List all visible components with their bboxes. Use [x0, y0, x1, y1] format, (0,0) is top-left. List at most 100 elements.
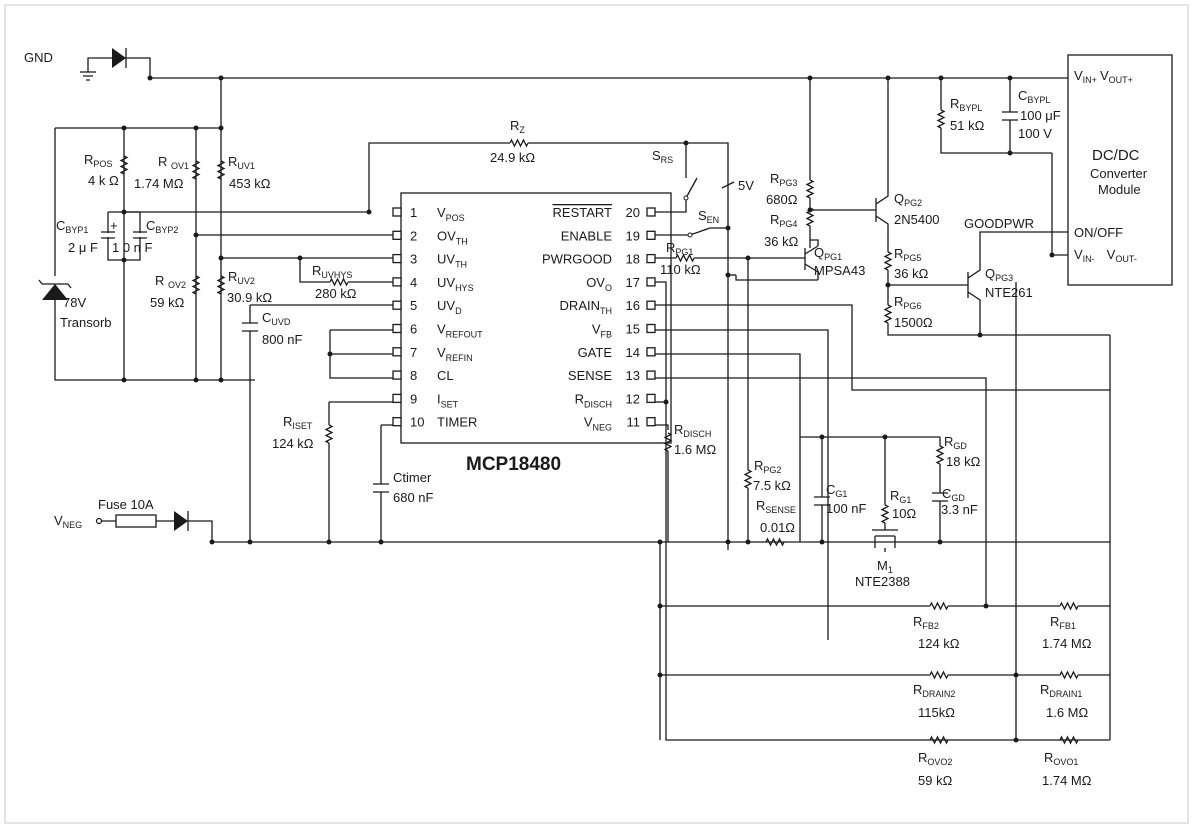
- m1-mosfet: [872, 529, 898, 552]
- uvd-wire: [249, 304, 393, 542]
- rpg4-value: 36 kΩ: [764, 234, 799, 249]
- rdisch-label: RDISCH: [674, 422, 711, 439]
- pin-label: OVO: [586, 275, 612, 293]
- rsense-value: 0.01Ω: [760, 520, 795, 535]
- qpg2-transistor: [875, 78, 889, 240]
- ruv1-label: RUV1: [228, 154, 255, 171]
- pin-label: TIMER: [437, 415, 477, 430]
- cbypl-label: CBYPL: [1018, 88, 1050, 105]
- dcdc-line3: Module: [1098, 182, 1141, 197]
- pin-number: 3: [410, 252, 417, 267]
- rpg1-value: 110 kΩ: [660, 262, 701, 277]
- cbyp2-capacitor: [133, 231, 147, 239]
- riset-wire: [328, 401, 393, 542]
- cbypl-capacitor: [1002, 111, 1018, 121]
- rbypl-resistor: [937, 109, 945, 129]
- cuvd-label: CUVD: [262, 310, 291, 327]
- vin-plus-label: VIN+VOUT+: [1074, 68, 1133, 85]
- cbyp2-label: CBYP2: [146, 218, 178, 235]
- bypl-wire: [940, 78, 1052, 154]
- pin-number: 12: [626, 391, 640, 406]
- pin-label: VREFOUT: [437, 322, 483, 340]
- transorb-voltage: 78V: [63, 295, 86, 310]
- rdrain2-resistor: [929, 671, 949, 679]
- rovo1-label: ROVO1: [1044, 750, 1078, 767]
- drainth-wire: [655, 304, 1110, 391]
- ruv2-value: 30.9 kΩ: [227, 290, 272, 305]
- rfb2-label: RFB2: [913, 614, 939, 631]
- chip-pin-12: 12 RDISCH: [575, 391, 656, 409]
- ruvhys-value: 280 kΩ: [315, 286, 357, 301]
- pin-number: 2: [410, 228, 417, 243]
- rfb1-label: RFB1: [1050, 614, 1076, 631]
- svg-text:VNEG: VNEG: [54, 513, 82, 530]
- svg-text:GND: GND: [24, 50, 53, 65]
- pin-label: DRAINTH: [560, 298, 612, 316]
- rz-resistor: [509, 139, 529, 147]
- divider-wires: [659, 542, 1110, 740]
- rpg2-label: RPG2: [754, 458, 781, 475]
- ctimer-label: Ctimer: [393, 470, 432, 485]
- chip-name: MCP18480: [466, 454, 561, 475]
- rsense-label: RSENSE: [756, 498, 796, 515]
- cg1-value: 100 nF: [826, 501, 867, 516]
- pin-number: 15: [626, 322, 640, 337]
- left-rails: [55, 78, 222, 380]
- rov2-resistor: [192, 275, 200, 295]
- pin-label: UVD: [437, 298, 462, 316]
- srs-switch: [685, 177, 698, 199]
- pin-number: 19: [626, 228, 640, 243]
- ruv1-resistor: [217, 160, 225, 180]
- pin-number: 14: [626, 345, 640, 360]
- rpg2-value: 7.5 kΩ: [753, 478, 791, 493]
- rpg3-value: 680Ω: [766, 192, 798, 207]
- rdrain1-resistor: [1059, 671, 1079, 679]
- ctimer-value: 680 nF: [393, 490, 434, 505]
- pin-label: RESTART: [553, 205, 613, 220]
- onoff-label: ON/OFF: [1074, 225, 1123, 240]
- rbypl-value: 51 kΩ: [950, 118, 985, 133]
- rpg2-resistor: [744, 469, 752, 489]
- rg1-label: RG1: [890, 488, 911, 505]
- rov2-label: R OV2: [155, 273, 186, 290]
- qpg3-transistor: [967, 231, 1068, 335]
- rov1-label: R OV1: [158, 154, 189, 171]
- m1-label: M1: [877, 558, 893, 575]
- pin-number: 20: [626, 205, 640, 220]
- rpg6-label: RPG6: [894, 294, 921, 311]
- pin-number: 16: [626, 298, 640, 313]
- transorb-label: Transorb: [60, 315, 112, 330]
- gate-network-wire: [800, 436, 940, 542]
- pin-label: GATE: [578, 345, 613, 360]
- chip-body: [400, 192, 672, 444]
- m1-value: NTE2388: [855, 574, 910, 589]
- pin-label: RDISCH: [575, 391, 612, 409]
- ruv2-label: RUV2: [228, 269, 255, 286]
- pin-label: UVTH: [437, 252, 467, 270]
- ovo-wire: [655, 281, 1110, 741]
- vin-minus-label: VIN-VOUT-: [1074, 247, 1137, 264]
- rbypl-label: RBYPL: [950, 96, 982, 113]
- rsense-resistor: [765, 538, 785, 546]
- rdrain1-value: 1.6 MΩ: [1046, 705, 1089, 720]
- rdrain1-label: RDRAIN1: [1040, 682, 1082, 699]
- riset-value: 124 kΩ: [272, 436, 314, 451]
- rdrain2-value: 115kΩ: [918, 705, 955, 720]
- pin-label: SENSE: [568, 368, 612, 383]
- pin-number: 5: [410, 298, 417, 313]
- pin-number: 13: [626, 368, 640, 383]
- vref-loop: [329, 329, 393, 379]
- rfb2-value: 124 kΩ: [918, 636, 960, 651]
- figure-frame: [4, 4, 1189, 824]
- chip-pin-14: 14 GATE: [578, 345, 656, 360]
- pin-number: 17: [626, 275, 640, 290]
- ruv1-value: 453 kΩ: [229, 176, 271, 191]
- cbyp1-value: 2 μ F: [68, 240, 98, 255]
- pin-number: 6: [410, 322, 417, 337]
- pin-label: VREFIN: [437, 345, 473, 363]
- cbyp2-value: 1 0 n F: [112, 240, 153, 255]
